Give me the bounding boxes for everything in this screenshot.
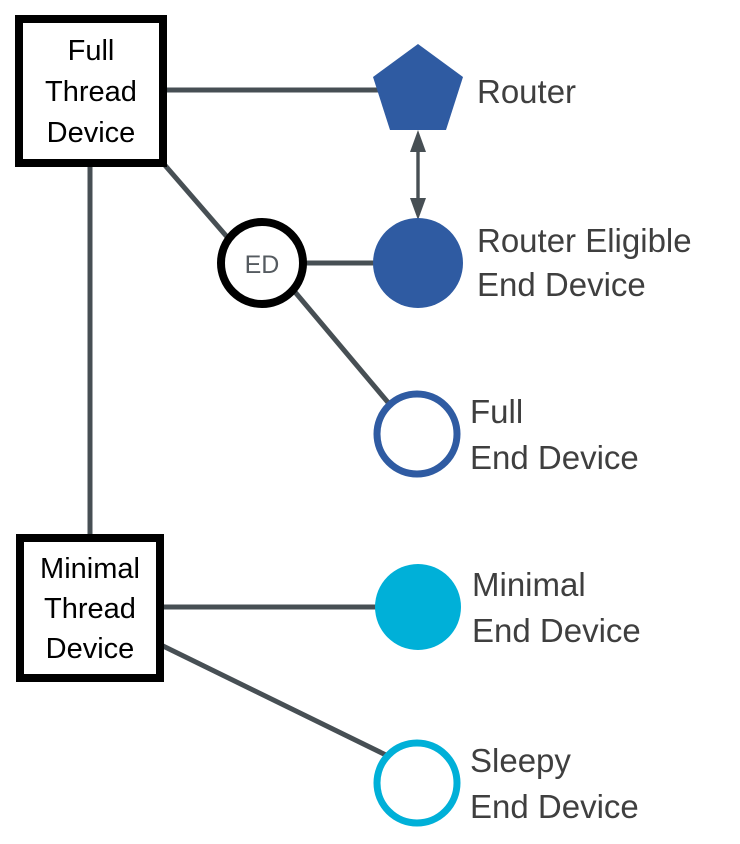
connector-lines [87, 87, 393, 760]
router-pentagon-shape [373, 44, 463, 130]
minimal-thread-device-box-shape [16, 534, 164, 682]
arrow-head-up-icon [410, 130, 426, 152]
minimal-thread-device-label-line1: Minimal [40, 553, 140, 585]
router-label-line1: Router [477, 73, 576, 110]
router-node[interactable]: Router [373, 44, 576, 130]
minimal-thread-device-label-line2: Thread [44, 593, 136, 625]
full-thread-device-box[interactable]: Full Thread Device [15, 15, 167, 167]
minimal-end-device-node[interactable]: Minimal End Device [375, 564, 641, 650]
connector-ed-to-full-end-device [293, 290, 393, 408]
minimal-thread-device-box[interactable]: Minimal Thread Device [16, 534, 164, 682]
full-thread-device-label-line1: Full [68, 35, 115, 67]
sleepy-end-device-label-line2: End Device [470, 788, 639, 825]
connector-ftd-to-ed [161, 161, 230, 240]
ed-node-label: ED [245, 251, 280, 279]
minimal-end-device-label-line2: End Device [472, 612, 641, 649]
full-thread-device-label-line2: Thread [45, 76, 137, 108]
full-end-device-node[interactable]: Full End Device [373, 390, 639, 478]
full-thread-device-label-line3: Device [47, 117, 136, 149]
router-eligible-end-device-label-line2: End Device [477, 266, 646, 303]
minimal-thread-device-label-line3: Device [46, 633, 135, 665]
router-eligible-end-device-circle [373, 218, 463, 308]
full-end-device-label-line2: End Device [470, 439, 639, 476]
sleepy-end-device-node[interactable]: Sleepy End Device [373, 739, 639, 827]
minimal-end-device-circle [375, 564, 461, 650]
ed-node[interactable]: ED [217, 218, 307, 308]
ed-node-circle [217, 218, 307, 308]
router-eligible-end-device-node[interactable]: Router Eligible End Device [373, 218, 692, 308]
full-end-device-circle [373, 390, 461, 478]
connector-mtd-to-sleepy-end-device [159, 642, 392, 760]
sleepy-end-device-label-line1: Sleepy [470, 742, 571, 779]
minimal-end-device-label-line1: Minimal [472, 566, 586, 603]
router-eligible-end-device-label-line1: Router Eligible [477, 222, 692, 259]
sleepy-end-device-circle [373, 739, 461, 827]
arrow-head-down-icon [410, 198, 426, 220]
full-thread-device-box-shape [15, 15, 167, 167]
full-end-device-label-line1: Full [470, 393, 523, 430]
router-reed-bidirectional-arrow [410, 130, 426, 220]
